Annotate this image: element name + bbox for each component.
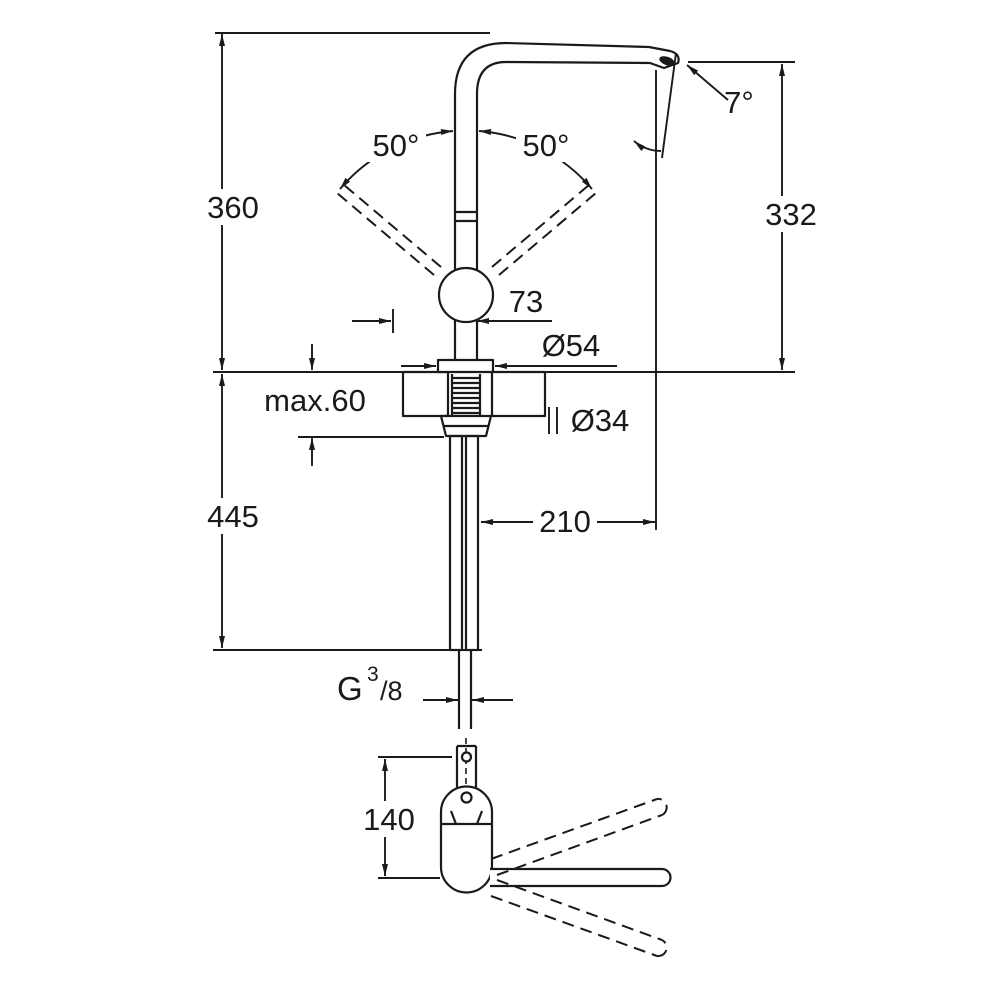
- dim-d34-label: Ø34: [571, 403, 630, 438]
- label-50-right: 50°: [523, 128, 570, 163]
- dim-332-label: 332: [760, 196, 822, 232]
- label-210: 210: [539, 504, 591, 539]
- label-73: 73: [509, 284, 543, 319]
- handle-plan: [455, 744, 478, 789]
- spout-plan-solid: [490, 867, 672, 888]
- label-max60: max.60: [264, 383, 366, 418]
- dim-max60-label: max.60: [264, 383, 366, 418]
- top-view: [378, 738, 672, 958]
- counter-section-right: [490, 370, 547, 418]
- label-thread-numerator: 3: [367, 663, 379, 686]
- outlet-axis-line: [661, 52, 677, 159]
- mixer-ball: [437, 266, 495, 324]
- dim-arc-7deg: [633, 140, 662, 152]
- body-plan: [439, 785, 494, 894]
- label-d54: Ø54: [542, 328, 601, 363]
- base-plate: [436, 358, 495, 374]
- dim-50-left-label: 50°: [366, 128, 426, 163]
- label-7deg: 7°: [724, 85, 754, 120]
- dim-50-right-label: 50°: [516, 128, 576, 163]
- label-140: 140: [363, 802, 415, 837]
- leader-line-7deg: [686, 64, 729, 101]
- label-445: 445: [207, 499, 259, 534]
- dimension-labels: 360 445 332 210 max.60 50° 50° 7° 73: [203, 85, 822, 837]
- handle-joint-lines: [455, 210, 477, 223]
- dimension-lines-side-view: [213, 32, 795, 703]
- label-d34: Ø34: [571, 403, 630, 438]
- dim-140-label: 140: [359, 801, 419, 837]
- side-view: [336, 41, 680, 729]
- dim-73-label: 73: [509, 284, 543, 319]
- thread-size-label: G 3 /8: [337, 663, 403, 707]
- spout-plan-dashed-lower: [490, 879, 668, 958]
- label-50-left: 50°: [373, 128, 420, 163]
- label-332: 332: [765, 197, 817, 232]
- spout-plan-dashed-upper: [490, 797, 668, 876]
- spout-body: [453, 41, 680, 370]
- dim-445-label: 445: [203, 498, 263, 534]
- spout-outlet: [659, 56, 675, 66]
- thread-section: [450, 374, 482, 416]
- connection-tube: [457, 650, 473, 729]
- body-plan-details: [441, 791, 492, 826]
- label-thread-denominator: /8: [380, 676, 403, 706]
- dim-d54-label: Ø54: [542, 328, 601, 363]
- label-360: 360: [207, 190, 259, 225]
- dim-210-label: 210: [533, 503, 597, 539]
- supply-hose-left: [448, 434, 464, 652]
- label-thread-letter: G: [337, 670, 363, 707]
- handle-plan-pivot: [460, 751, 473, 763]
- counter-section-left: [401, 370, 450, 418]
- dim-360-label: 360: [203, 189, 263, 225]
- handle-position-dashed-right: [491, 184, 597, 276]
- handle-position-dashed-left: [336, 184, 442, 276]
- dim-7deg-label: 7°: [724, 85, 754, 120]
